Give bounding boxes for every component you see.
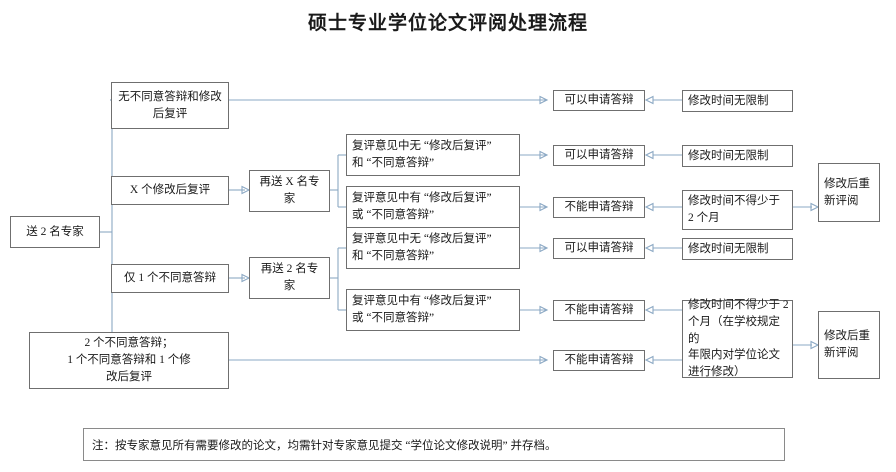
node-branch-no-objection[interactable]: 无不同意答辩和修改 后复评 [111,82,229,129]
node-start[interactable]: 送 2 名专家 [10,216,100,248]
arrowhead-15 [810,202,820,212]
arrowhead-4 [539,150,549,160]
page-title: 硕士专业学位论文评阅处理流程 [307,13,588,34]
node-branch-two-objection[interactable]: 2 个不同意答辩； 1 个不同意答辩和 1 个修 改后复评 [29,332,229,389]
node-rereview-2[interactable]: 修改后重 新评阅 [818,311,880,379]
arrowhead-6 [539,243,549,253]
node-rereview-1[interactable]: 修改后重 新评阅 [818,163,880,222]
node-time-unlimited-2[interactable]: 修改时间无限制 [682,145,793,167]
footer-note: 注：按专家意见所有需要修改的论文，均需针对专家意见提交 “学位论文修改说明” 并… [83,428,785,461]
node-review-2-has[interactable]: 复评意见中有 “修改后复评” 或 “不同意答辩” [346,289,520,331]
node-time-unlimited-1[interactable]: 修改时间无限制 [682,90,793,112]
arrowhead-8 [539,355,549,365]
node-branch-x-revise[interactable]: X 个修改后复评 [111,176,229,205]
arrowhead-2 [241,185,251,195]
node-verdict-allow-1[interactable]: 可以申请答辩 [553,90,645,111]
node-time-min-2-months-1[interactable]: 修改时间不得少于 2 个月 [682,190,793,230]
arrowhead-9 [644,95,654,105]
node-review-x-none[interactable]: 复评意见中无 “修改后复评” 和 “不同意答辩” [346,134,520,176]
node-time-min-2-months-2[interactable]: 修改时间不得少于 2 个月（在学校规定的 年限内对学位论文 进行修改） [682,299,793,378]
arrowhead-10 [644,150,654,160]
node-verdict-allow-3[interactable]: 可以申请答辩 [553,238,645,259]
node-verdict-deny-2[interactable]: 不能申请答辩 [553,300,645,321]
node-time-unlimited-3[interactable]: 修改时间无限制 [682,238,793,260]
node-verdict-deny-3[interactable]: 不能申请答辩 [553,350,645,371]
arrowhead-5 [539,202,549,212]
arrowhead-11 [644,202,654,212]
arrowhead-13 [644,305,654,315]
arrowhead-3 [241,273,251,283]
arrowhead-1 [539,95,549,105]
node-review-x-has[interactable]: 复评意见中有 “修改后复评” 或 “不同意答辩” [346,186,520,228]
arrowhead-14 [644,355,654,365]
arrowhead-12 [644,243,654,253]
arrowhead-16 [810,340,820,350]
arrowhead-7 [539,305,549,315]
node-resend-2-experts[interactable]: 再送 2 名专 家 [249,257,330,299]
node-resend-x-experts[interactable]: 再送 X 名专 家 [249,170,330,212]
node-verdict-deny-1[interactable]: 不能申请答辩 [553,197,645,218]
node-verdict-allow-2[interactable]: 可以申请答辩 [553,145,645,166]
node-review-2-none[interactable]: 复评意见中无 “修改后复评” 和 “不同意答辩” [346,227,520,269]
node-branch-one-objection[interactable]: 仅 1 个不同意答辩 [111,264,229,293]
